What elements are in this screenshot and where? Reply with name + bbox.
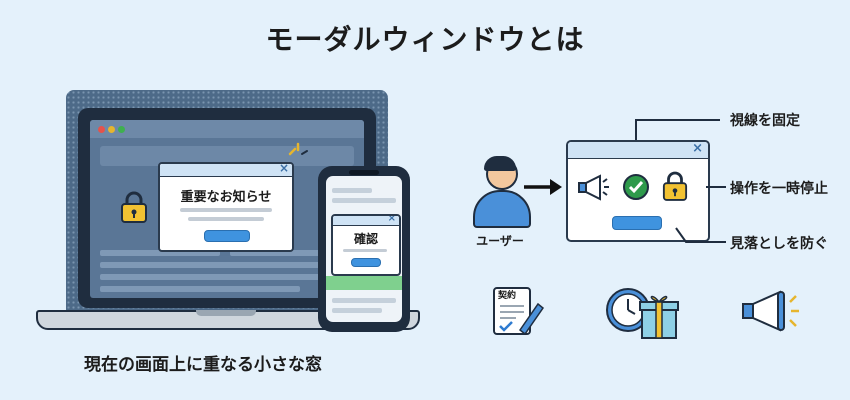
user-body (473, 190, 531, 228)
modal-ok-button[interactable] (351, 258, 381, 267)
window-dot-yellow (108, 126, 115, 133)
phone-green-banner (326, 276, 402, 290)
modal-text-line (188, 217, 264, 221)
browser-bar (90, 120, 364, 138)
lock-icon (121, 191, 147, 223)
modal-title: 重要なお知らせ (180, 190, 272, 205)
callout-focus: 視線を固定 (730, 113, 800, 129)
modal-title: 確認 (353, 232, 378, 246)
callout-pause: 操作を一時停止 (730, 181, 828, 197)
megaphone-icon (742, 290, 799, 332)
caption: 現在の画面上に重なる小さな窓 (84, 355, 322, 375)
modal-titlebar: × (568, 142, 708, 159)
modal-close-button[interactable]: × (692, 141, 703, 156)
check-circle-icon (623, 174, 649, 200)
phone-text-line (332, 308, 382, 313)
callout-prevent: 見落としを防ぐ (730, 236, 828, 252)
laptop-modal: × 重要なお知らせ (158, 162, 294, 252)
window-dot-green (118, 126, 125, 133)
modal-text-line (343, 249, 387, 252)
megaphone-icon (578, 174, 609, 201)
phone-notch (349, 170, 379, 175)
screen-text-line (100, 262, 350, 268)
contract-document-icon (493, 287, 545, 336)
callout-connectors (635, 119, 726, 243)
phone-modal: × 確認 (331, 214, 401, 276)
modal-text-line (180, 208, 272, 212)
window-dot-red (98, 126, 105, 133)
screen-text-line (230, 250, 350, 256)
user-label: ユーザー (476, 234, 524, 248)
sparkle-icon (288, 142, 308, 156)
phone-text-line (332, 298, 396, 303)
screen-text-line (100, 250, 220, 256)
phone-text-line (332, 188, 372, 193)
page-title: モーダルウィンドウとは (265, 23, 585, 56)
modal-titlebar: × (160, 164, 292, 177)
contract-label: 契約 (498, 291, 517, 301)
screen-text-line (100, 274, 350, 280)
arrow-right-icon (524, 179, 562, 195)
laptop-notch (196, 310, 256, 316)
modal-titlebar: × (333, 216, 399, 226)
lock-icon (662, 171, 688, 201)
modal-ok-button[interactable] (612, 216, 662, 230)
clock-gift-icon (606, 288, 679, 339)
modal-ok-button[interactable] (204, 230, 250, 242)
phone-text-line (332, 198, 396, 203)
screen-header-block (100, 146, 354, 166)
screen-text-line (100, 286, 300, 292)
modal-close-button[interactable]: × (387, 214, 396, 224)
modal-close-button[interactable]: × (278, 162, 289, 175)
user-hair (484, 156, 516, 171)
